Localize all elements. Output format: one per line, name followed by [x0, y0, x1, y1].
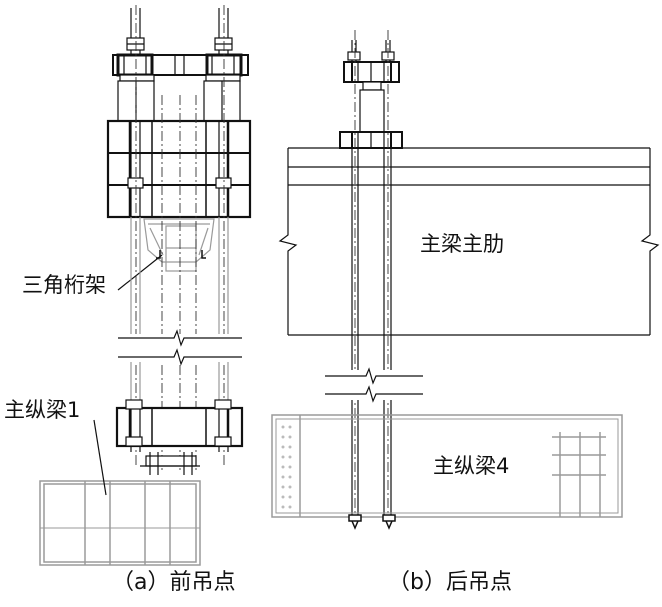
long-suspenders: [130, 217, 229, 405]
label-triangular-truss: 三角桁架: [22, 273, 106, 297]
rear-upper-jack-beam: [343, 61, 400, 83]
main-longitudinal-beam-4: [271, 414, 623, 518]
anchor-box: [106, 119, 252, 219]
rear-jack: [359, 81, 385, 133]
main-longitudinal-beam-1: [39, 480, 201, 566]
front-hanging-point-diagram: [39, 5, 252, 566]
label-main-longitudinal-beam-1: 主纵梁1: [4, 398, 81, 422]
break-symbol: [118, 329, 242, 366]
beam1-leader-line: [93, 419, 107, 496]
rear-anchor: [339, 131, 403, 149]
label-main-longitudinal-beam-4: 主纵梁4: [433, 454, 510, 478]
bottom-clamp: [140, 452, 200, 475]
caption-front-hanging-point: （a）前吊点: [112, 570, 236, 595]
rear-suspenders: [351, 148, 392, 515]
lower-crossbeam: [115, 399, 244, 452]
top-crossbeam: [112, 53, 249, 77]
rear-hanging-point-diagram: [271, 30, 660, 530]
rear-center-lines: [354, 30, 389, 520]
caption-rear-hanging-point: （b）后吊点: [388, 570, 512, 595]
rear-break-symbol: [325, 367, 423, 403]
bolt-holes: [281, 425, 292, 509]
top-hanging-rods: [126, 8, 233, 55]
label-main-girder-rib: 主梁主肋: [420, 232, 504, 256]
bottom-nuts: [348, 514, 396, 530]
triangular-truss: [143, 218, 215, 272]
main-girder-rib: [278, 147, 660, 336]
